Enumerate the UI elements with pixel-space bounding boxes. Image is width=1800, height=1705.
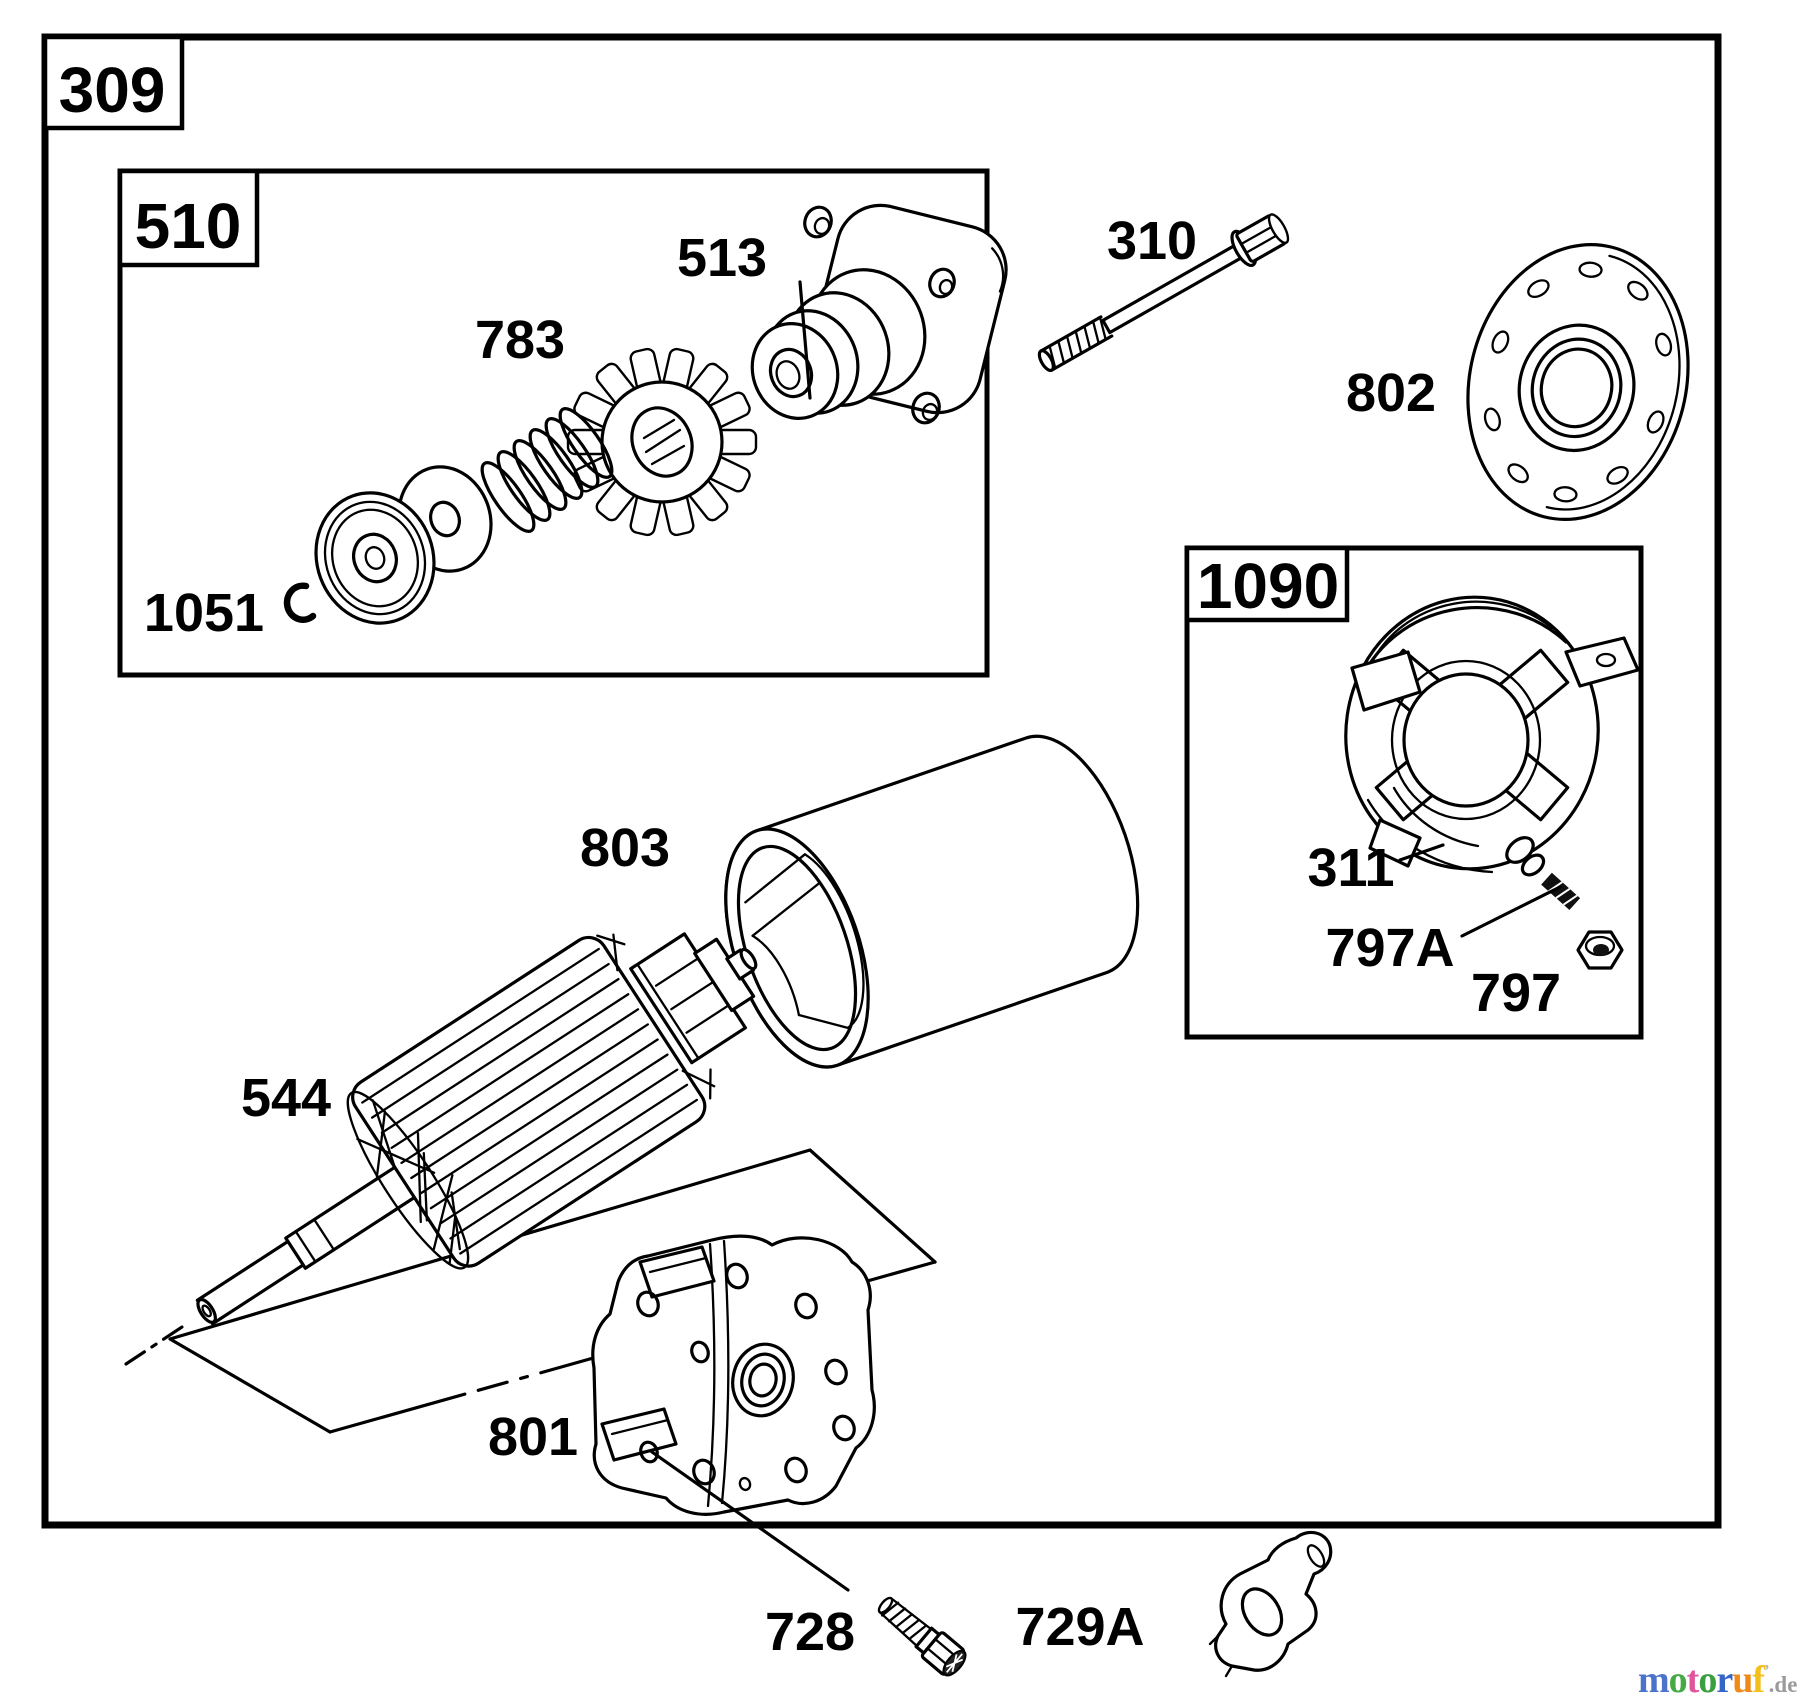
screw-728-threads bbox=[881, 1601, 927, 1640]
part-label-729a: 729A bbox=[1015, 1597, 1144, 1657]
end-cap-holes bbox=[1483, 261, 1673, 503]
brush-spring-wire-outer bbox=[1366, 798, 1494, 874]
part-544-armature: 544 bbox=[195, 932, 758, 1326]
part-729a-bracket: 729A bbox=[1015, 1530, 1333, 1678]
part-803-motor-housing: 803 bbox=[580, 734, 1140, 1069]
part-728-screw: 728 bbox=[765, 1596, 967, 1677]
motoruf-logo-text[interactable]: motoruf’.de bbox=[1638, 1659, 1797, 1701]
part-802-end-cap: 802 bbox=[1346, 243, 1690, 521]
brush-holder-right-tab bbox=[1564, 636, 1640, 688]
part-label-797a: 797A bbox=[1325, 918, 1454, 978]
part-797a-terminal-stud: 797A bbox=[1325, 836, 1581, 978]
armature-shape bbox=[195, 932, 758, 1326]
part-label-310: 310 bbox=[1107, 211, 1197, 271]
part-label-513: 513 bbox=[677, 228, 767, 288]
shaft-centerline bbox=[124, 1325, 184, 1366]
part-label-783: 783 bbox=[475, 310, 565, 370]
screw-728-shape bbox=[877, 1596, 967, 1677]
bracket-outline bbox=[1214, 1530, 1333, 1672]
bracket-hole bbox=[1240, 1587, 1284, 1637]
assembly-label-309: 309 bbox=[59, 54, 166, 126]
part-label-544: 544 bbox=[241, 1068, 331, 1128]
part-label-801: 801 bbox=[488, 1407, 578, 1467]
brush-holder-arch-inner bbox=[1370, 600, 1554, 664]
drive-housing-clutch-barrel bbox=[750, 268, 927, 420]
leader-311 bbox=[1398, 843, 1445, 862]
end-cap-shape bbox=[1466, 243, 1690, 521]
assembly-box-309-border bbox=[41, 33, 1722, 1529]
assembly-box-510-border bbox=[117, 168, 990, 678]
part-label-728: 728 bbox=[765, 1602, 855, 1662]
brush-holder-bore-rim bbox=[1390, 659, 1542, 821]
sub-assembly-box-1090: 1090 311 bbox=[1184, 545, 1644, 1040]
part-label-802: 802 bbox=[1346, 363, 1436, 423]
brush-holder-foot bbox=[1368, 818, 1422, 868]
armature-windings bbox=[356, 933, 716, 1264]
bolt-310-shape bbox=[1037, 213, 1290, 373]
drive-housing-bolt-holes bbox=[803, 205, 956, 425]
gear-bore bbox=[630, 406, 694, 478]
hex-nut-hole bbox=[1593, 944, 1609, 956]
sub-assembly-box-510: 510 bbox=[117, 168, 990, 678]
leader-797a bbox=[1460, 885, 1562, 938]
part-513-drive-housing: 513 bbox=[677, 203, 1008, 425]
part-label-311: 311 bbox=[1307, 838, 1394, 898]
brush-holder-bore bbox=[1402, 672, 1530, 808]
armature-core-slots bbox=[361, 947, 698, 1255]
part-801-end-plate: 801 bbox=[488, 1234, 876, 1516]
assembly-box-510-tag bbox=[117, 168, 260, 268]
part-label-1051: 1051 bbox=[144, 583, 264, 643]
leader-513 bbox=[798, 280, 812, 400]
motor-housing-shape bbox=[724, 734, 1140, 1069]
part-retainer-cup bbox=[314, 491, 436, 625]
assembly-label-510: 510 bbox=[135, 190, 242, 262]
bolt-310-threads bbox=[1048, 316, 1107, 370]
leader-801-to-728 bbox=[650, 1450, 850, 1592]
retaining-ring-shape bbox=[283, 582, 317, 623]
assembly-box-1090-tag bbox=[1184, 545, 1350, 623]
part-1051-retaining-ring: 1051 bbox=[144, 582, 317, 643]
brush-spring-wire-inner bbox=[1392, 786, 1480, 848]
terminal-stud-thread bbox=[1541, 872, 1581, 911]
assembly-box-309: 309 bbox=[41, 33, 1722, 1529]
bracket-edge-lines bbox=[1208, 1634, 1234, 1678]
assembly-box-309-tag bbox=[42, 34, 185, 131]
right-tab-hole bbox=[1595, 652, 1617, 668]
part-797-hex-nut: 797 bbox=[1471, 930, 1624, 1023]
gear-spline-lines bbox=[642, 418, 686, 466]
part-310-through-bolt: 310 bbox=[1037, 211, 1290, 373]
brush-holder-left-tab bbox=[1350, 650, 1422, 712]
bracket-slot bbox=[1306, 1544, 1326, 1568]
motor-housing-magnet bbox=[744, 853, 865, 1029]
part-drive-spring bbox=[480, 406, 614, 534]
assembly-box-1090-border bbox=[1184, 545, 1644, 1040]
end-plate-hub bbox=[731, 1342, 795, 1418]
part-783-pinion-gear: 783 bbox=[475, 310, 758, 537]
assembly-label-1090: 1090 bbox=[1197, 550, 1339, 622]
part-label-803: 803 bbox=[580, 818, 670, 878]
motoruf-watermark[interactable]: motoruf’.de bbox=[1638, 1659, 1797, 1701]
part-label-797: 797 bbox=[1471, 963, 1561, 1023]
end-plate-holes bbox=[636, 1262, 856, 1492]
armature-core-face bbox=[346, 1090, 470, 1270]
part-311-brush-holder: 311 bbox=[1307, 595, 1640, 898]
